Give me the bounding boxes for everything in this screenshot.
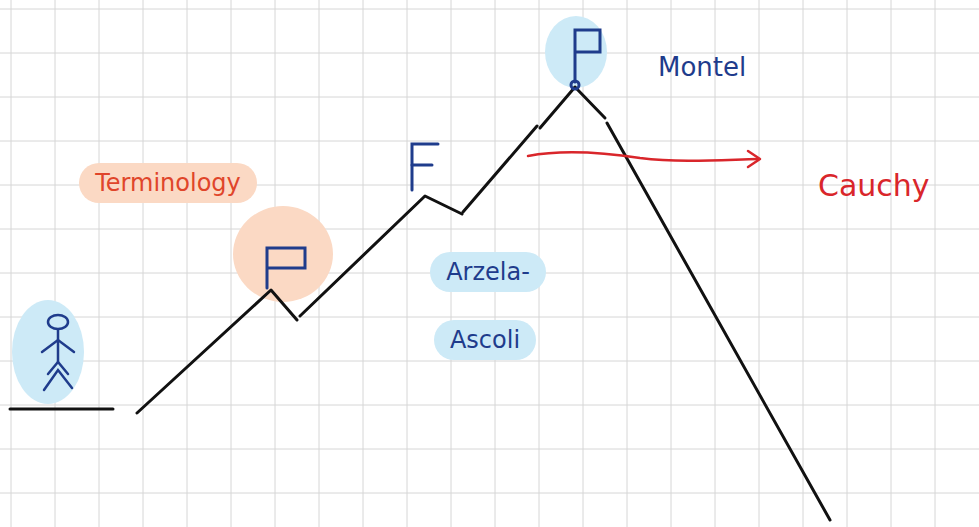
figure-legs <box>48 362 68 374</box>
red-arrow <box>528 151 760 167</box>
grid-line <box>99 0 100 527</box>
grid-line <box>0 9 979 10</box>
grid-line <box>143 0 144 527</box>
highlight-pill: Arzela- <box>430 252 546 292</box>
grid-line <box>935 0 936 527</box>
grid-line <box>847 0 848 527</box>
handwritten-label: Cauchy <box>818 168 930 203</box>
mountain-slope <box>540 87 605 128</box>
grid-line <box>759 0 760 527</box>
mountain-slope <box>463 126 537 212</box>
flag <box>267 30 600 288</box>
grid-line <box>55 0 56 527</box>
figure-body <box>57 330 60 362</box>
figure-arms <box>42 340 74 352</box>
grid-line <box>0 141 979 142</box>
grid-line <box>407 0 408 527</box>
grid-line <box>0 493 979 494</box>
highlight-pill: Terminology <box>79 163 257 203</box>
flag-symbol <box>267 248 305 288</box>
grid-line <box>0 97 979 98</box>
summit-dot <box>571 81 579 89</box>
flag-symbol <box>575 30 600 82</box>
flag-symbol <box>412 164 432 167</box>
node-text: Ascoli <box>450 326 520 354</box>
grid-line <box>0 449 979 450</box>
arrow-head <box>748 151 760 167</box>
mountain-slope <box>137 290 297 413</box>
figure-highlight <box>12 300 84 404</box>
highlight-pill: Ascoli <box>434 320 536 360</box>
grid-line <box>187 0 188 527</box>
mountain-outline <box>10 87 830 520</box>
flag-symbol <box>412 144 438 190</box>
grid-line <box>803 0 804 527</box>
grid-line <box>0 229 979 230</box>
grid-line <box>0 361 979 362</box>
handwritten-label: Montel <box>658 52 746 82</box>
ground-line <box>10 408 113 411</box>
grid-line <box>627 0 628 527</box>
grid-line <box>363 0 364 527</box>
summit-highlight <box>545 16 607 88</box>
flag-highlight <box>233 206 333 302</box>
mountain-slope <box>607 123 830 520</box>
arrow-line <box>528 152 758 160</box>
grid-line <box>0 317 979 318</box>
node-text: Arzela- <box>446 258 530 286</box>
grid-line <box>0 53 979 54</box>
node-text: Terminology <box>95 169 241 197</box>
stick-figure <box>42 315 74 390</box>
figure-head <box>48 315 68 329</box>
grid-line <box>891 0 892 527</box>
grid-line <box>11 0 12 527</box>
grid-line <box>231 0 232 527</box>
